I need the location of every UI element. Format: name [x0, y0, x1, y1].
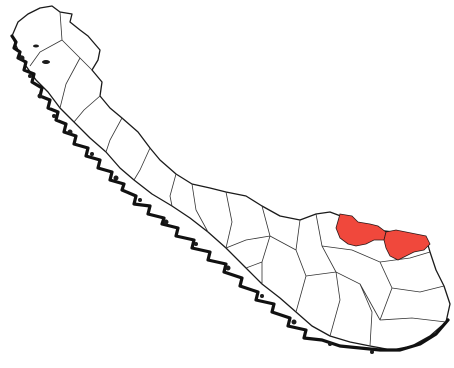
landmass — [11, 5, 451, 351]
coastline-fjords — [10, 34, 450, 352]
interior-borders — [29, 11, 447, 347]
coastal-islands — [19, 44, 374, 354]
highlight-region-east[interactable] — [383, 229, 431, 261]
highlight-region-west[interactable] — [335, 213, 387, 247]
